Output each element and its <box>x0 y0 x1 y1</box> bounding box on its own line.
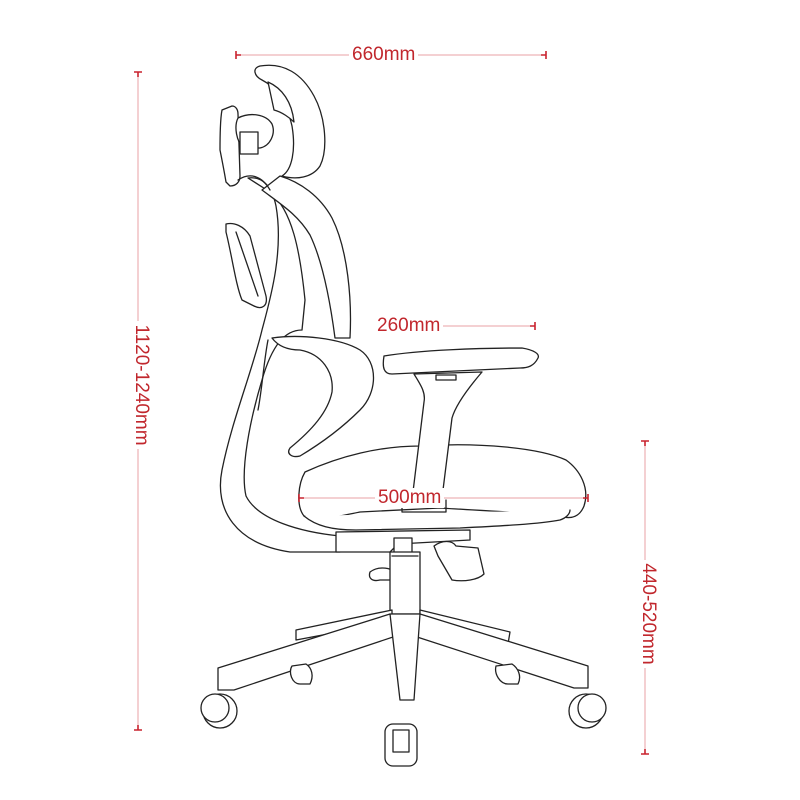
five-star-base <box>217 609 589 701</box>
seat-depth-label: 500mm <box>375 488 445 508</box>
overall-depth-label: 660mm <box>349 45 419 65</box>
overall-height-label: 1120-1240mm <box>131 321 152 449</box>
casters <box>200 663 607 767</box>
dimension-lines <box>134 51 649 755</box>
gas-lift <box>389 551 421 615</box>
lumbar-support <box>257 335 374 458</box>
headrest <box>219 64 326 191</box>
backrest <box>219 175 352 553</box>
armrest-length-label: 260mm <box>374 316 444 336</box>
armrest <box>382 347 540 513</box>
seat-height-label: 440-520mm <box>638 560 659 668</box>
mechanism <box>335 529 485 582</box>
